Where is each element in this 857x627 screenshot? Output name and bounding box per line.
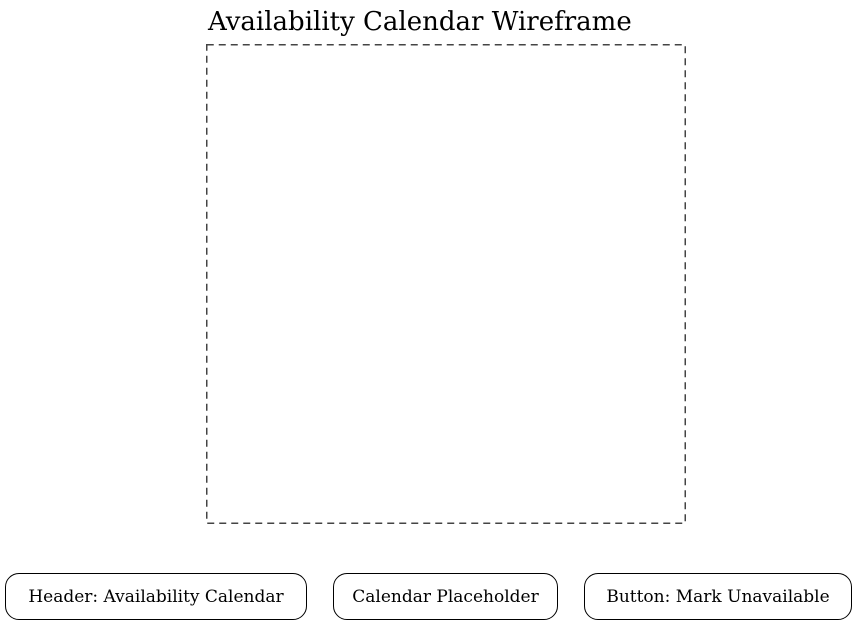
legend-box-calendar-placeholder-label: Calendar Placeholder <box>352 586 539 607</box>
legend-box-header-label: Header: Availability Calendar <box>28 586 284 607</box>
legend-box-calendar-placeholder: Calendar Placeholder <box>333 573 558 620</box>
legend-box-header: Header: Availability Calendar <box>5 573 307 620</box>
legend-box-button: Button: Mark Unavailable <box>584 573 852 620</box>
calendar-placeholder-frame <box>206 44 686 524</box>
legend-box-button-label: Button: Mark Unavailable <box>606 586 830 607</box>
dashed-border <box>206 44 686 524</box>
page-title: Availability Calendar Wireframe <box>208 7 632 37</box>
